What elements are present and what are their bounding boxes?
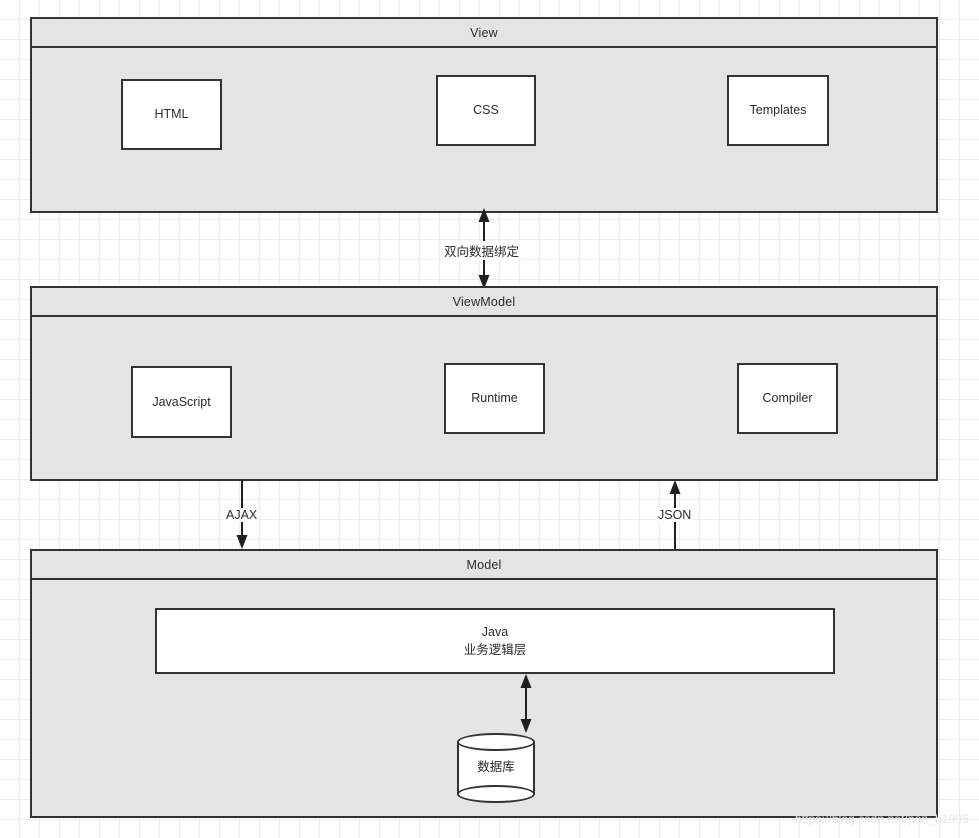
layer-model[interactable]: Model Java 业务逻辑层 数据库 xyxy=(30,549,938,818)
node-javascript-label: JavaScript xyxy=(152,394,211,409)
node-database-label: 数据库 xyxy=(477,759,515,774)
node-templates-label: Templates xyxy=(749,103,807,118)
node-java-business-logic[interactable]: Java 业务逻辑层 xyxy=(155,608,835,674)
layer-view[interactable]: View HTML CSS Templates xyxy=(30,17,938,213)
database-cylinder-bottom xyxy=(457,785,535,803)
layer-viewmodel-title: ViewModel xyxy=(32,288,936,317)
layer-view-body: HTML CSS Templates xyxy=(32,48,936,211)
connector-java-database-arrow xyxy=(520,674,532,733)
node-compiler[interactable]: Compiler xyxy=(737,363,838,434)
connector-json-label: JSON xyxy=(656,508,694,522)
node-database[interactable]: 数据库 xyxy=(457,733,535,803)
node-runtime-label: Runtime xyxy=(471,391,518,406)
node-html-label: HTML xyxy=(154,107,189,122)
watermark: https://blog.csdn.net/pan_h1995 xyxy=(795,812,969,826)
connector-java-database[interactable] xyxy=(514,674,538,734)
connector-view-viewmodel-label: 双向数据绑定 xyxy=(442,241,522,260)
connector-ajax-label: AJAX xyxy=(224,508,260,522)
node-runtime[interactable]: Runtime xyxy=(444,363,545,434)
node-html[interactable]: HTML xyxy=(121,79,222,150)
node-css[interactable]: CSS xyxy=(436,75,536,146)
database-cylinder-top xyxy=(457,733,535,751)
layer-model-body: Java 业务逻辑层 数据库 xyxy=(32,580,936,816)
layer-viewmodel[interactable]: ViewModel JavaScript Runtime Compiler xyxy=(30,286,938,481)
node-compiler-label: Compiler xyxy=(762,391,813,406)
node-css-label: CSS xyxy=(473,103,499,118)
layer-view-title: View xyxy=(32,19,936,48)
node-templates[interactable]: Templates xyxy=(727,75,829,146)
node-java-label-line1: Java xyxy=(481,624,509,639)
node-java-label-line2: 业务逻辑层 xyxy=(463,643,527,657)
node-javascript[interactable]: JavaScript xyxy=(131,366,232,438)
layer-viewmodel-body: JavaScript Runtime Compiler xyxy=(32,317,936,479)
layer-model-title: Model xyxy=(32,551,936,580)
